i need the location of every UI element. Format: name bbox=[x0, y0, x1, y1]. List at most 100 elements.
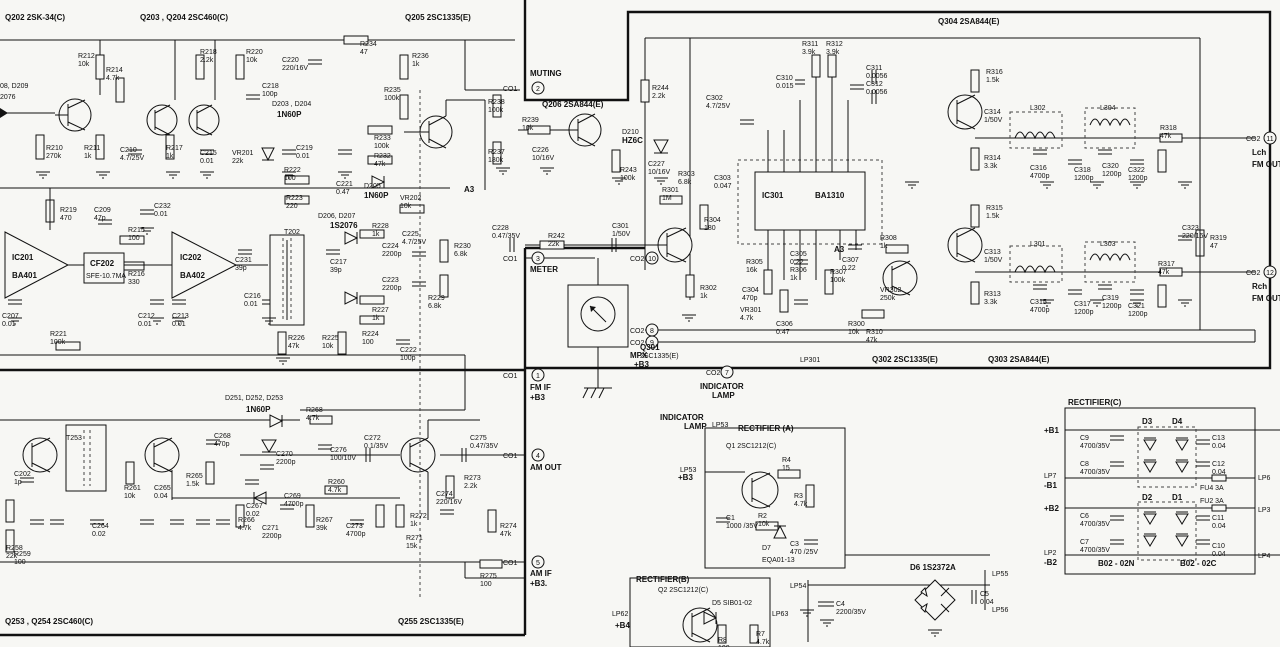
component-value-c232: 0.01 bbox=[154, 211, 168, 218]
component-value-r229: 6.8k bbox=[428, 303, 442, 310]
label-d210-type: HZ6C bbox=[622, 136, 643, 145]
component-value-r267: 39k bbox=[316, 525, 328, 532]
component-ref-r319: R319 bbox=[1210, 235, 1227, 242]
conn-fm-out-l: FM OUT bbox=[1252, 160, 1280, 169]
component-ref-r306: R306 bbox=[790, 267, 807, 274]
conn-lch: Lch bbox=[1252, 148, 1266, 157]
conn-co2-10-label: CO2 bbox=[630, 256, 645, 263]
component-ref-r243: R243 bbox=[620, 167, 637, 174]
label-rect-b: RECTIFIER(B) bbox=[636, 575, 690, 584]
component-value-r238: 100k bbox=[488, 107, 504, 114]
component-value-r220: 10k bbox=[246, 57, 258, 64]
component-ref-r233: R233 bbox=[374, 135, 391, 142]
component-value-r234: 47 bbox=[360, 49, 368, 56]
component-ref-c221: C221 bbox=[336, 181, 353, 188]
label-lp4: LP4 bbox=[1258, 553, 1271, 560]
component-value-c202: 1p bbox=[14, 479, 22, 486]
label-d210: D210 bbox=[622, 129, 639, 136]
component-value-r272: 1k bbox=[410, 521, 418, 528]
label-d7: D7 bbox=[762, 545, 771, 552]
label-d6: D6 1S2372A bbox=[910, 563, 956, 572]
component-ref-c310: C310 bbox=[776, 75, 793, 82]
component-value-r308: 1k bbox=[880, 243, 888, 250]
label-q205: Q205 2SC1335(E) bbox=[405, 13, 471, 22]
component-ref-c13: C13 bbox=[1212, 435, 1225, 442]
component-ref-r304: R304 bbox=[704, 217, 721, 224]
component-value-r244: 2.2k bbox=[652, 93, 666, 100]
component-ref-r229: R229 bbox=[428, 295, 445, 302]
label-d203: D203 , D204 bbox=[272, 101, 311, 108]
conn-muting: MUTING bbox=[530, 69, 562, 78]
label-cf202: CF202 bbox=[90, 259, 115, 268]
component-ref-c5: C5 bbox=[980, 591, 989, 598]
label-lp63: LP63 bbox=[772, 611, 788, 618]
conn-co2-9-label: CO2 bbox=[630, 340, 645, 347]
component-ref-r217: R217 bbox=[166, 145, 183, 152]
misc-labels: LP301 A3 A3 INDICATOR LAMP RECTIFIER (A)… bbox=[464, 185, 1224, 630]
component-ref-r303: R303 bbox=[678, 171, 695, 178]
label-rect-a: RECTIFIER (A) bbox=[738, 424, 794, 433]
component-ref-l301: L301 bbox=[1030, 241, 1046, 248]
component-value-r233: 100k bbox=[374, 143, 390, 150]
component-ref-c318: C318 bbox=[1074, 167, 1091, 174]
component-ref-r317: R317 bbox=[1158, 261, 1175, 268]
component-value-c313: 1/50V bbox=[984, 257, 1003, 264]
label-lp54: LP54 bbox=[790, 583, 806, 590]
component-ref-r268: R268 bbox=[306, 407, 323, 414]
component-ref-c213: C213 bbox=[172, 313, 189, 320]
fm-if-section bbox=[0, 35, 520, 411]
component-value-c225: 4.7/25V bbox=[402, 239, 426, 246]
component-value-c315: 4700p bbox=[1030, 307, 1050, 314]
label-lp53-top: LP53 bbox=[712, 422, 728, 429]
component-ref-c3: C3 bbox=[790, 541, 799, 548]
component-value-c307: 0.22 bbox=[842, 265, 856, 272]
component-ref-r3: R3 bbox=[794, 493, 803, 500]
label-lp7: LP7 bbox=[1044, 473, 1057, 480]
component-ref-r244: R244 bbox=[652, 85, 669, 92]
component-value-c209: 47p bbox=[94, 215, 106, 222]
component-ref-c319: C319 bbox=[1102, 295, 1119, 302]
component-value-c311: 0.0056 bbox=[866, 73, 888, 80]
label-d251: D251, D252, D253 bbox=[225, 395, 283, 402]
component-value-r228: 1k bbox=[372, 231, 380, 238]
conn-co1-4-num: 4 bbox=[536, 453, 540, 460]
component-ref-l302: L302 bbox=[1030, 105, 1046, 112]
component-value-r274: 47k bbox=[500, 531, 512, 538]
component-ref-r312: R312 bbox=[826, 41, 843, 48]
component-value-c11: 0.04 bbox=[1212, 523, 1226, 530]
component-ref-r301: R301 bbox=[662, 187, 679, 194]
component-ref-r227: R227 bbox=[372, 307, 389, 314]
component-ref-c9: C9 bbox=[1080, 435, 1089, 442]
component-value-c226: 10/16V bbox=[532, 155, 555, 162]
component-ref-r238: R238 bbox=[488, 99, 505, 106]
label-b2: +B2 bbox=[1044, 504, 1059, 513]
component-value-r303: 6.8k bbox=[678, 179, 692, 186]
component-ref-c301: C301 bbox=[612, 223, 629, 230]
component-value-r273: 2.2k bbox=[464, 483, 478, 490]
component-ref-c314: C314 bbox=[984, 109, 1001, 116]
component-value-r268: 4.7k bbox=[306, 415, 320, 422]
label-b02-02c: B02 - 02C bbox=[1180, 559, 1217, 568]
component-ref-c218: C218 bbox=[262, 83, 279, 90]
component-ref-c227: C227 bbox=[648, 161, 665, 168]
conn-co2-9-num: 9 bbox=[650, 340, 654, 347]
part-labels: Q202 2SK-34(C) Q203 , Q204 2SC460(C) Q20… bbox=[0, 13, 1050, 626]
component-ref-r4: R4 bbox=[782, 457, 791, 464]
label-lp62: LP62 bbox=[612, 611, 628, 618]
component-ref-c216: C216 bbox=[244, 293, 261, 300]
component-value-r236: 1k bbox=[412, 61, 420, 68]
component-value-c227: 10/16V bbox=[648, 169, 671, 176]
component-value-r210: 270k bbox=[46, 153, 62, 160]
component-value-r313: 3.3k bbox=[984, 299, 998, 306]
label-indicator-lamp-1: INDICATOR bbox=[660, 413, 704, 422]
component-ref-c1: C1 bbox=[726, 515, 735, 522]
component-value-r216: 330 bbox=[128, 279, 140, 286]
component-ref-r266: R266 bbox=[238, 517, 255, 524]
component-value-r212: 10k bbox=[78, 61, 90, 68]
component-ref-c270: C270 bbox=[276, 451, 293, 458]
component-ref-c312: C312 bbox=[866, 81, 883, 88]
component-value-r222: 100 bbox=[284, 175, 296, 182]
component-ref-c4: C4 bbox=[836, 601, 845, 608]
component-ref-r222: R222 bbox=[284, 167, 301, 174]
label-d206-type: 1S2076 bbox=[330, 221, 358, 230]
